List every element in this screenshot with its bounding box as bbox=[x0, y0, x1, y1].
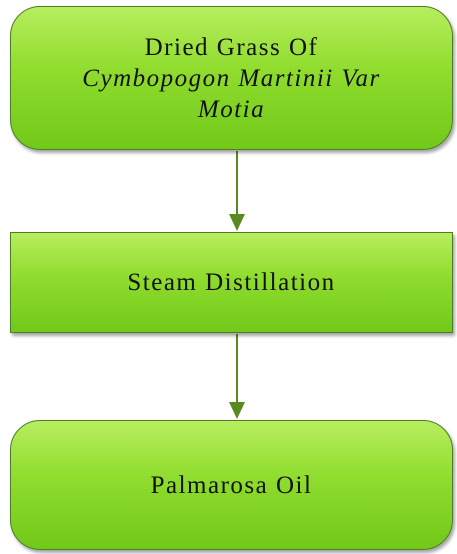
arrow-1-head bbox=[229, 214, 245, 231]
node-1-line-3: Motia bbox=[197, 95, 266, 123]
flow-node-dried-grass: Dried Grass Of Cymbopogon Martinii Var M… bbox=[10, 6, 453, 150]
arrow-2-head bbox=[229, 402, 245, 419]
node-1-line-2: Cymbopogon Martinii Var bbox=[82, 64, 381, 92]
node-3-line-1: Palmarosa Oil bbox=[150, 471, 313, 499]
flow-node-steam-distillation: Steam Distillation bbox=[10, 232, 453, 333]
node-2-line-1: Steam Distillation bbox=[127, 269, 336, 296]
node-1-line-1: Dried Grass Of bbox=[144, 33, 319, 61]
flow-node-palmarosa-oil: Palmarosa Oil bbox=[10, 420, 453, 550]
